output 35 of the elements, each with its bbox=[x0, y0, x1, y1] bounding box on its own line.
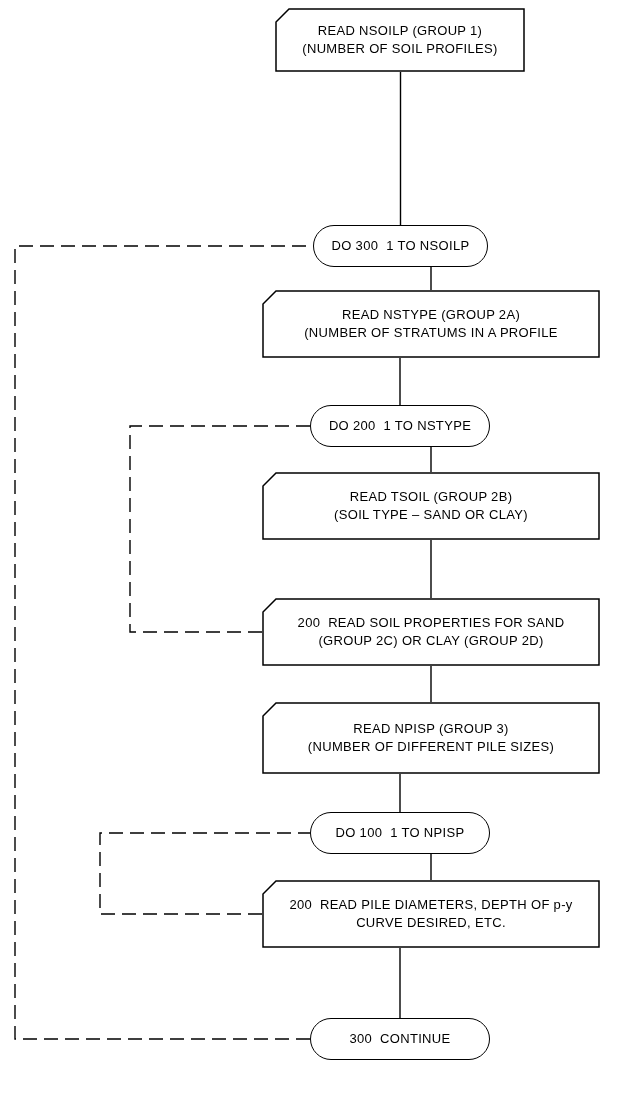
flow-line bbox=[430, 266, 432, 291]
input-card-box bbox=[275, 8, 525, 72]
node-text: (NUMBER OF DIFFERENT PILE SIZES) bbox=[307, 738, 555, 756]
node-text: 200 READ SOIL PROPERTIES FOR SAND (GROUP 2C) OR CLAY (GROUP 2D) bbox=[296, 614, 566, 650]
flow-line bbox=[399, 357, 401, 406]
node-text: READ NPISP (GROUP 3) bbox=[353, 720, 509, 738]
node-text: 200 READ PILE DIAMETERS, DEPTH OF p-y CURVE DESIRED, ETC. bbox=[288, 896, 574, 932]
node-text: READ TSOIL (GROUP 2B) bbox=[349, 488, 513, 506]
node-text: READ NSTYPE (GROUP 2A) bbox=[341, 306, 521, 324]
input-card-box bbox=[262, 290, 600, 358]
terminal-box bbox=[310, 812, 490, 854]
input-card-box bbox=[262, 702, 600, 774]
flow-line bbox=[430, 853, 432, 881]
node-text: (SOIL TYPE – SAND OR CLAY) bbox=[334, 506, 528, 524]
node-text: DO 300 1 TO NSOILP bbox=[331, 237, 470, 255]
flow-line bbox=[399, 947, 401, 1019]
terminal-box bbox=[310, 1018, 490, 1060]
node-text: DO 100 1 TO NPISP bbox=[335, 824, 465, 842]
node-text: (NUMBER OF SOIL PROFILES) bbox=[302, 40, 498, 58]
input-card-box bbox=[262, 598, 600, 666]
node-text: 300 CONTINUE bbox=[349, 1030, 451, 1048]
input-card-box bbox=[262, 472, 600, 540]
terminal-box bbox=[313, 225, 488, 267]
flow-line bbox=[399, 773, 401, 813]
dashed-loop-line bbox=[129, 425, 311, 633]
node-text: DO 200 1 TO NSTYPE bbox=[328, 417, 472, 435]
node-text: READ NSOILP (GROUP 1) bbox=[317, 22, 483, 40]
flow-line bbox=[430, 446, 432, 473]
input-card-box bbox=[262, 880, 600, 948]
flow-line bbox=[430, 539, 432, 599]
flow-line bbox=[399, 71, 402, 226]
node-text: (NUMBER OF STRATUMS IN A PROFILE bbox=[304, 324, 558, 342]
dashed-loop-line bbox=[99, 832, 311, 915]
flow-line bbox=[430, 665, 432, 703]
terminal-box bbox=[310, 405, 490, 447]
